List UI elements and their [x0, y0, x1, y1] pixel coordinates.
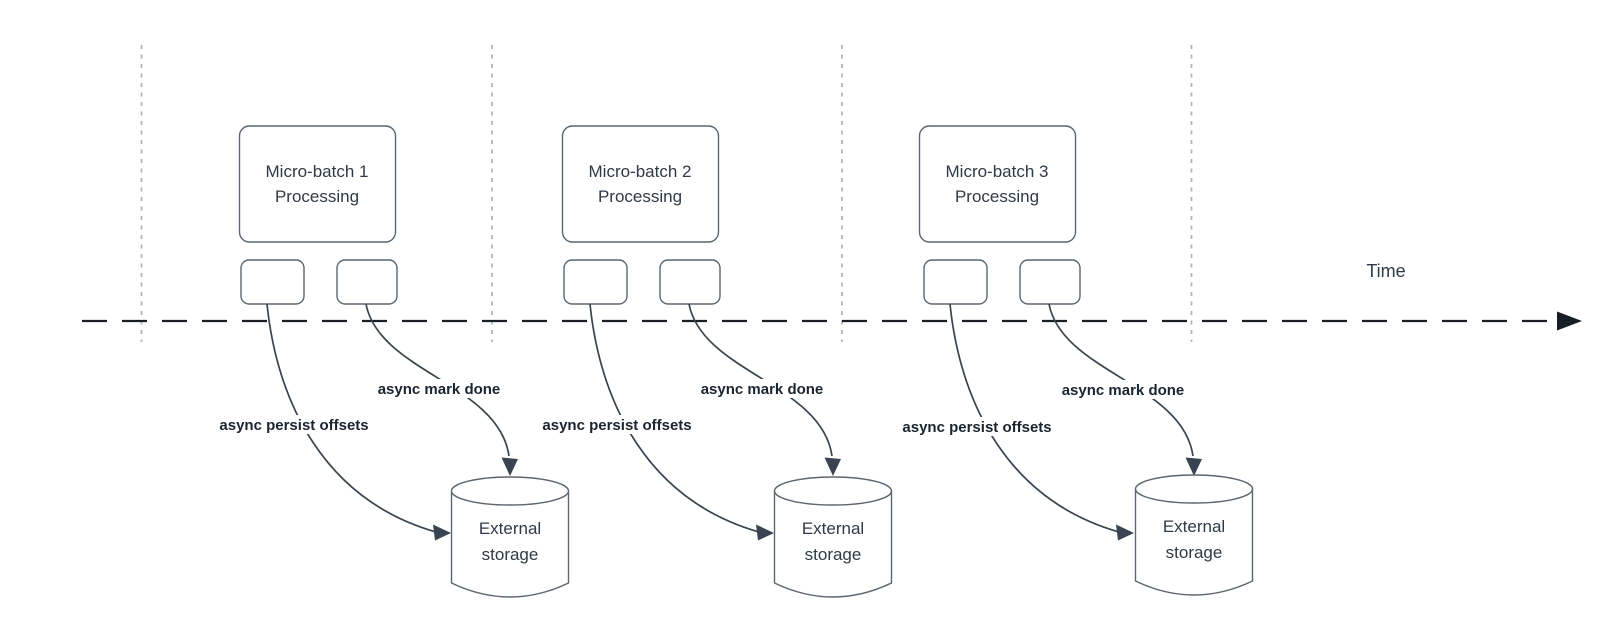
external-storage-label-line1: External	[1163, 517, 1225, 536]
persist-offsets-label: async persist offsets	[219, 417, 368, 434]
persist-arrowhead-icon	[433, 524, 451, 541]
external-storage-cylinder	[773, 491, 893, 598]
done-arrowhead-icon	[501, 457, 518, 476]
persist-offsets-arrow	[949, 303, 1120, 533]
persist-offsets-arrow	[266, 303, 437, 533]
mark-done-arrow	[365, 303, 510, 457]
external-storage-label-line1: External	[479, 519, 541, 538]
persist-task-box	[563, 259, 628, 305]
external-storage-cylinder-top	[773, 476, 893, 506]
external-storage-cylinder-top	[450, 476, 570, 506]
external-storage-label-line2: storage	[805, 545, 862, 564]
batch-group-1: Micro-batch 1 Processing async persist o…	[207, 125, 570, 598]
done-task-box	[1019, 259, 1081, 305]
processing-box-label-line2: Processing	[598, 187, 682, 206]
persist-arrowhead-icon	[1116, 524, 1134, 541]
done-task-box	[659, 259, 721, 305]
mark-done-arrow	[1048, 303, 1194, 457]
processing-box	[561, 125, 720, 243]
batch-group-2: Micro-batch 2 Processing async persist o…	[530, 125, 893, 598]
done-task-box	[336, 259, 398, 305]
time-axis-label: Time	[1366, 261, 1405, 281]
mark-done-label: async mark done	[378, 381, 501, 398]
mark-done-arrow	[688, 303, 833, 457]
time-axis-arrowhead-icon	[1557, 311, 1582, 331]
processing-box	[918, 125, 1077, 243]
processing-box-label-line1: Micro-batch 1	[266, 162, 369, 181]
persist-offsets-label: async persist offsets	[542, 417, 691, 434]
external-storage-label-line2: storage	[482, 545, 539, 564]
external-storage-label-line1: External	[802, 519, 864, 538]
external-storage-label-line2: storage	[1166, 543, 1223, 562]
processing-box-label-line1: Micro-batch 2	[589, 162, 692, 181]
persist-task-box	[923, 259, 988, 305]
persist-offsets-label-bg	[530, 415, 704, 434]
external-storage-cylinder-top	[1134, 474, 1254, 504]
persist-offsets-arrow	[589, 303, 760, 533]
done-arrowhead-icon	[1185, 457, 1202, 476]
mark-done-label-bg	[690, 379, 834, 398]
processing-box	[238, 125, 397, 243]
persist-task-box	[240, 259, 305, 305]
persist-offsets-label-bg	[207, 415, 381, 434]
mark-done-label-bg	[367, 379, 511, 398]
mark-done-label-bg	[1051, 380, 1195, 399]
external-storage-cylinder	[1134, 489, 1254, 596]
mark-done-label: async mark done	[701, 381, 824, 398]
processing-box-label-line1: Micro-batch 3	[946, 162, 1049, 181]
done-arrowhead-icon	[824, 457, 841, 476]
persist-arrowhead-icon	[756, 524, 774, 541]
processing-box-label-line2: Processing	[955, 187, 1039, 206]
processing-box-label-line2: Processing	[275, 187, 359, 206]
persist-offsets-label-bg	[890, 417, 1064, 436]
persist-offsets-label: async persist offsets	[902, 419, 1051, 436]
external-storage-cylinder	[450, 491, 570, 598]
batch-group-3: Micro-batch 3 Processing async persist o…	[890, 125, 1254, 596]
mark-done-label: async mark done	[1062, 382, 1185, 399]
